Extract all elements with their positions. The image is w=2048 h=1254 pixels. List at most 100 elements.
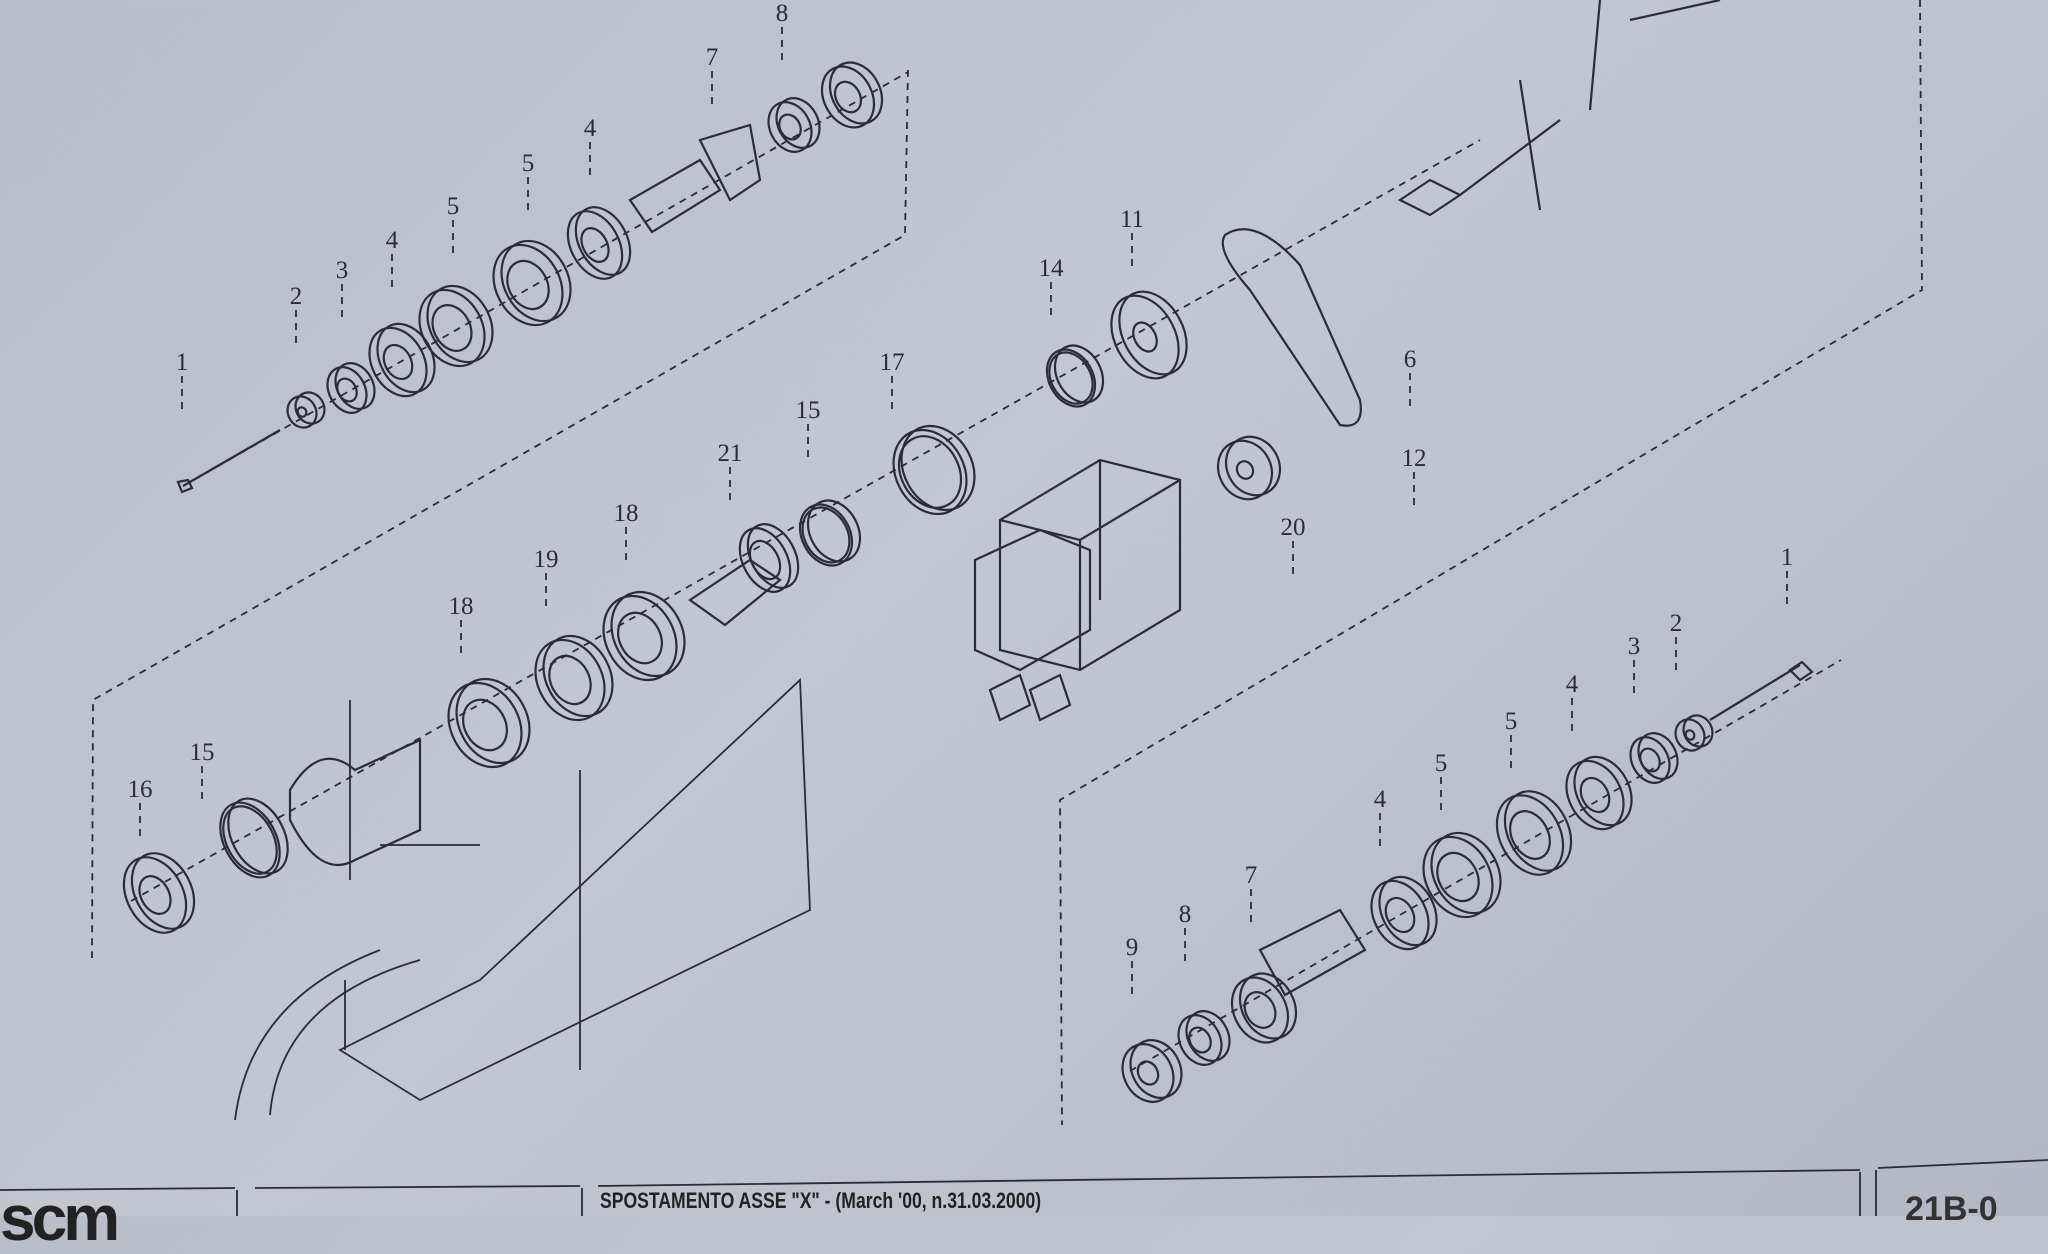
flange-part-back bbox=[130, 852, 196, 930]
group-boundary-top bbox=[91, 69, 909, 959]
title-block-divider bbox=[236, 1170, 1877, 1216]
axis-middle bbox=[130, 139, 1481, 902]
washer-part-back bbox=[828, 61, 884, 125]
part-number-label: 4 bbox=[584, 115, 597, 142]
part-number-label: 17 bbox=[880, 349, 905, 376]
bearing-part bbox=[368, 326, 428, 398]
bearing-part bbox=[1495, 794, 1565, 876]
small-pulley-part-bore bbox=[1235, 460, 1255, 480]
part-number-label: 2 bbox=[1670, 610, 1683, 637]
clamp-collar-part-back bbox=[1238, 972, 1298, 1040]
o-ring-part bbox=[798, 503, 854, 567]
part-number-label: 1 bbox=[176, 349, 189, 376]
timing-belt-part bbox=[1221, 228, 1362, 427]
part-number-label: 4 bbox=[386, 227, 399, 254]
part-number-label: 5 bbox=[522, 150, 535, 177]
bearing-part-back bbox=[500, 239, 572, 323]
part-number-label: 18 bbox=[614, 500, 639, 527]
bearing-part-back bbox=[610, 590, 686, 678]
bearing-part bbox=[1422, 835, 1494, 919]
bearing-part bbox=[447, 681, 523, 769]
bearing-part bbox=[492, 243, 564, 327]
washer-part-back bbox=[294, 391, 326, 425]
o-ring-part bbox=[219, 801, 281, 879]
o-ring-part-back bbox=[1053, 344, 1105, 404]
part-number-label: 4 bbox=[1566, 671, 1579, 698]
part-number-label: 18 bbox=[449, 593, 474, 620]
bearing-part-back bbox=[455, 677, 531, 765]
motor-housing-part bbox=[973, 528, 1092, 672]
bearing-part-bore bbox=[1509, 810, 1551, 860]
part-number-label: 5 bbox=[1505, 708, 1518, 735]
bearing-part-back bbox=[1430, 831, 1502, 915]
nut-part bbox=[767, 101, 813, 153]
small-pulley-part bbox=[1216, 439, 1274, 501]
part-number-label: 14 bbox=[1039, 255, 1065, 282]
cable-chain-part bbox=[234, 949, 421, 1121]
part-number-label: 3 bbox=[336, 257, 349, 284]
part-number-label: 1 bbox=[1781, 544, 1794, 571]
washer-part-bore bbox=[833, 80, 863, 114]
bearing-part bbox=[1565, 759, 1625, 831]
flange-part-bore bbox=[138, 875, 172, 915]
company-logo: scm bbox=[0, 1182, 120, 1254]
spacer-part bbox=[566, 210, 624, 280]
bearing-part-bore bbox=[462, 698, 508, 752]
part-number-label: 2 bbox=[290, 283, 303, 310]
housing-part-bore bbox=[897, 435, 963, 509]
washer-part bbox=[820, 65, 876, 129]
housing-part-back bbox=[900, 424, 976, 512]
sleeve-flange-part bbox=[738, 527, 792, 593]
screw-shaft-part bbox=[1397, 79, 1561, 217]
washer-part-back bbox=[1682, 714, 1714, 748]
o-ring-part-bore bbox=[1048, 351, 1094, 405]
bearing-part-bore bbox=[1579, 776, 1611, 814]
part-number-label: 15 bbox=[796, 397, 821, 424]
drawing-title: SPOSTAMENTO ASSE "X" - (March '00, n.31.… bbox=[600, 1188, 1042, 1213]
washer-part bbox=[1674, 718, 1706, 752]
o-ring-part-back bbox=[227, 797, 289, 875]
part-number-label: 8 bbox=[776, 0, 789, 27]
nut-part-bore bbox=[336, 377, 358, 403]
clamp-collar-part-bore bbox=[1243, 991, 1277, 1029]
pulley-part-back bbox=[1118, 290, 1188, 376]
nut-part-bore bbox=[1188, 1026, 1212, 1054]
part-number-label: 16 bbox=[128, 776, 153, 803]
part-number-label: 7 bbox=[1245, 862, 1258, 889]
part-number-label: 9 bbox=[1126, 934, 1139, 961]
bearing-part-back bbox=[1573, 755, 1633, 827]
washer-part-bore bbox=[1684, 729, 1696, 741]
washer-part bbox=[1121, 1043, 1175, 1103]
bearing-part-bore bbox=[506, 259, 550, 311]
washer-part bbox=[286, 395, 318, 429]
spacer-part-bore bbox=[1384, 896, 1416, 934]
group-boundary-bottom bbox=[1059, 0, 1923, 1126]
washer-part-bore bbox=[296, 406, 308, 418]
bolt-part bbox=[1709, 660, 1814, 721]
bearing-part bbox=[602, 594, 678, 682]
axis-bottom-right bbox=[1129, 659, 1842, 1072]
title-block-border bbox=[0, 1159, 2048, 1191]
bearing-part-back bbox=[1503, 790, 1573, 872]
frame-part bbox=[338, 678, 811, 1102]
part-number-label: 21 bbox=[718, 440, 743, 467]
connector-part bbox=[988, 673, 1072, 722]
spacer-part-back bbox=[574, 206, 632, 276]
sleeve-flange-part-back bbox=[746, 523, 800, 589]
part-number-label: 5 bbox=[1435, 750, 1448, 777]
part-number-label: 3 bbox=[1628, 633, 1641, 660]
shaft-part bbox=[1258, 908, 1367, 997]
washer-part-back bbox=[1129, 1039, 1183, 1099]
pulley-part bbox=[1110, 294, 1180, 380]
o-ring-part-bore bbox=[801, 506, 851, 564]
bearing-part-bore bbox=[548, 654, 592, 706]
bearing-part-back bbox=[542, 634, 614, 718]
screw-shaft-end-part bbox=[1588, 0, 1721, 111]
nut-part-bore bbox=[778, 113, 802, 141]
housing-part bbox=[892, 428, 968, 516]
part-number-label: 8 bbox=[1179, 901, 1192, 928]
bearing-part-bore bbox=[1436, 851, 1480, 903]
washer-part-bore bbox=[1136, 1060, 1160, 1086]
shaft-part bbox=[628, 123, 762, 234]
nut-part-bore bbox=[1639, 747, 1661, 773]
